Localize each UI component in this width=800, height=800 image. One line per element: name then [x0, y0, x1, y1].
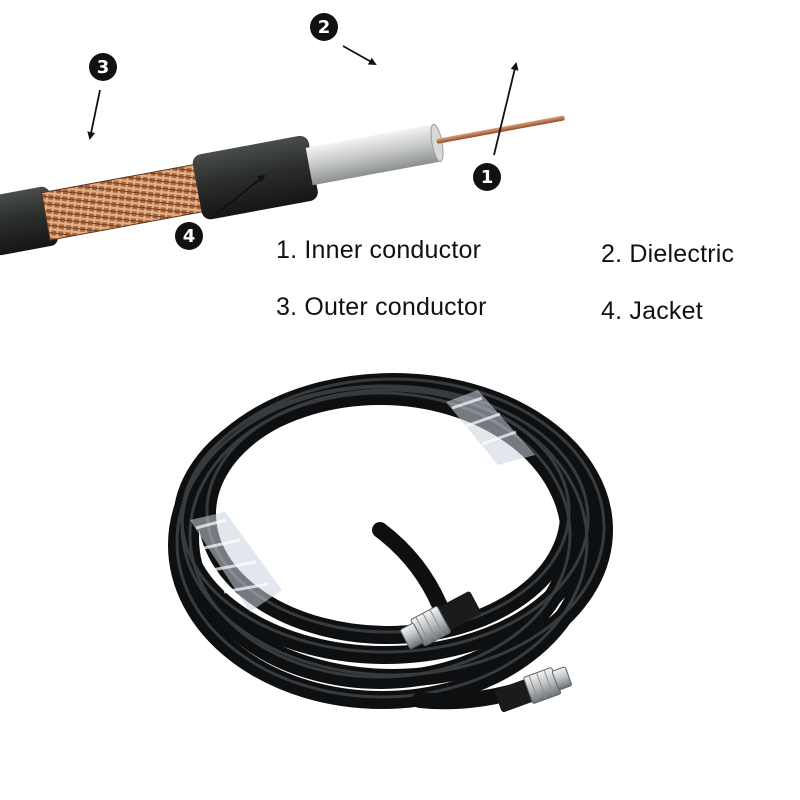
arrow-3 [87, 89, 101, 140]
jacket-sleeve [192, 135, 318, 220]
connector-lower [494, 666, 572, 713]
svg-text:1: 1 [481, 167, 494, 188]
legend-jacket: 4. Jacket [601, 297, 703, 325]
svg-text:2: 2 [318, 17, 331, 38]
plastic-wrap-top [446, 390, 535, 465]
dielectric-tube [305, 124, 441, 186]
braided-outer-conductor [41, 163, 208, 241]
coiled-cable [168, 373, 613, 710]
arrow-4 [214, 174, 266, 216]
arrow-1 [493, 62, 519, 156]
marker-1: 1 [473, 163, 501, 191]
marker-2: 2 [310, 13, 338, 41]
svg-text:3: 3 [97, 57, 110, 78]
coax-cutaway [0, 115, 565, 256]
marker-3: 3 [89, 53, 117, 81]
legend-dielectric: 2. Dielectric [601, 240, 735, 268]
marker-4: 4 [175, 222, 203, 250]
plastic-wrap-left [190, 512, 282, 612]
connector-upper [400, 591, 481, 650]
legend-outer-conductor: 3. Outer conductor [276, 293, 487, 321]
outer-jacket [0, 186, 58, 256]
svg-text:4: 4 [183, 226, 196, 247]
arrow-2 [342, 45, 377, 65]
legend-inner-conductor: 1. Inner conductor [276, 236, 482, 264]
